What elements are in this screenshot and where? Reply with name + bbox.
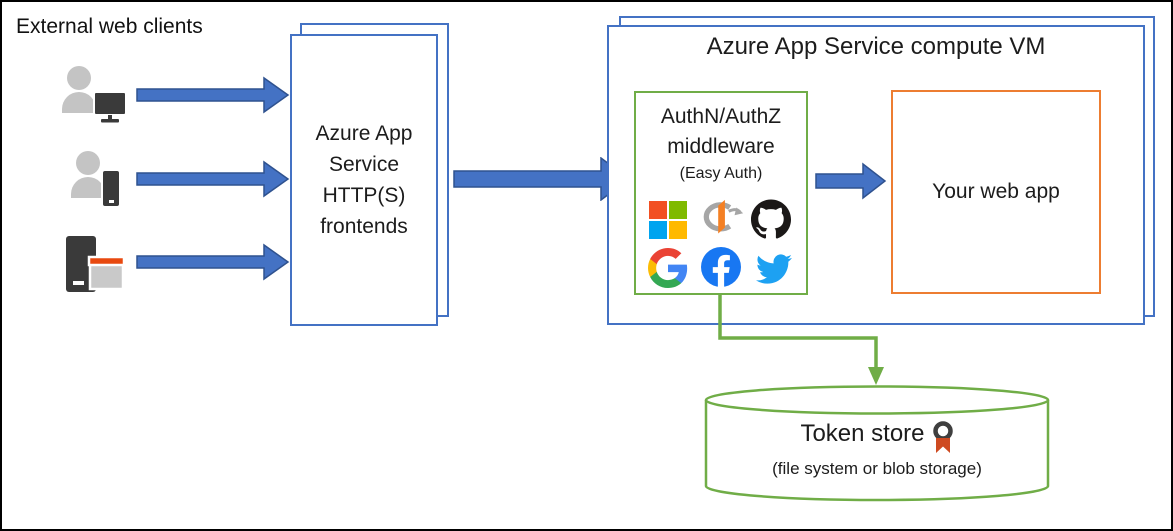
middleware-to-webapp-arrow (815, 162, 887, 200)
certificate-ribbon-icon (932, 421, 953, 453)
middleware-subtitle: (Easy Auth) (679, 165, 763, 182)
github-logo-icon (751, 199, 791, 239)
middleware-title-line: AuthN/AuthZ (660, 105, 782, 128)
compute-vm-title: Azure App Service compute VM (706, 33, 1046, 60)
twitter-logo-icon (756, 254, 792, 284)
google-logo-icon (648, 248, 688, 288)
client-arrow-1 (136, 76, 290, 114)
token-store-title: Token store (800, 420, 925, 447)
middleware-title-line: middleware (667, 135, 775, 158)
frontends-label-line: Service (328, 153, 400, 176)
openid-connect-logo-icon (703, 199, 744, 234)
webapp-label: Your web app (932, 180, 1060, 203)
webapp-box: Your web app (891, 90, 1101, 294)
client-arrow-3 (136, 243, 290, 281)
token-store-subtitle: (file system or blob storage) (772, 459, 982, 478)
desktop-user-icon (62, 66, 127, 123)
frontends-label-line: Azure App (315, 122, 413, 145)
microsoft-logo-icon (649, 201, 687, 239)
server-client-icon (66, 236, 126, 292)
mobile-user-icon (71, 151, 121, 208)
middleware-to-tokenstore-connector (718, 294, 884, 385)
external-clients-label: External web clients (16, 15, 203, 38)
frontends-label-line: HTTP(S) (322, 184, 406, 207)
facebook-logo-icon (701, 247, 741, 287)
client-arrow-2 (136, 160, 290, 198)
frontends-label-line: frontends (320, 215, 408, 238)
frontends-box: Azure App Service HTTP(S) frontends (290, 34, 438, 326)
token-store-cylinder (704, 385, 1050, 502)
frontends-to-vm-arrow (453, 157, 631, 201)
token-store-text: Token store (file system or blob storage… (705, 420, 1049, 479)
